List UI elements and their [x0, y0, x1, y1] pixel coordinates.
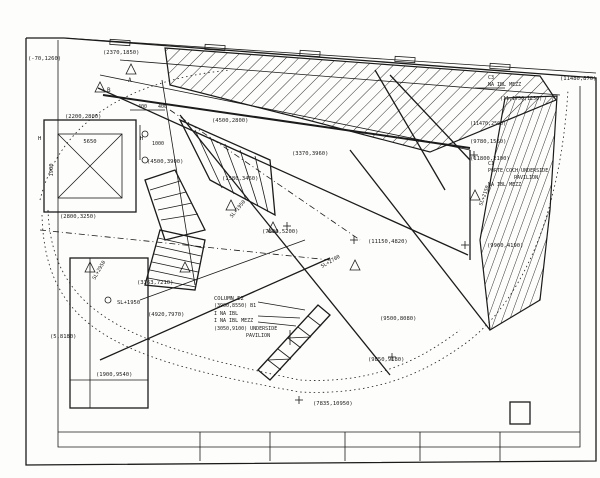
coord-center-right-top: (3370,3960)	[292, 151, 328, 157]
block-marker-right: H	[140, 136, 143, 142]
coord-lower-right-1: (9500,8080)	[380, 316, 416, 322]
coord-center-lower-left: (3363,7210)	[137, 280, 173, 286]
site-boundary-inner	[57, 40, 581, 448]
callout-line-5: (3050,9100) UNDERSIDE	[214, 326, 277, 332]
bottom-panels	[58, 431, 580, 461]
coord-center-left: (4500,3900)	[147, 159, 183, 165]
right-note-1: C1	[488, 161, 494, 167]
dimension-markers	[104, 109, 165, 304]
canopy-hatched-band	[164, 47, 557, 153]
lower-right-square	[509, 401, 531, 425]
right-note-3: PAVILION	[514, 175, 538, 181]
coord-center-mid: (1580,3460)	[222, 176, 258, 182]
centre-line-b	[169, 109, 361, 241]
canopy-edge-line	[119, 59, 561, 96]
right-note-2: PORTE COCH UNDERSIDE	[488, 168, 548, 174]
block-height-dim: 1900	[49, 163, 55, 176]
left-column-strip	[69, 257, 149, 409]
block-marker-left: H	[38, 136, 41, 142]
top-edge-line	[63, 37, 597, 74]
cross-markers	[283, 151, 478, 404]
coord-center-inner: (7800,5200)	[262, 229, 298, 235]
top-rooflights	[109, 38, 511, 71]
stair-flight-diagonal	[178, 118, 276, 217]
level-center-b: SL+1950	[229, 199, 247, 219]
structure-lines	[97, 69, 491, 376]
callout-line-1: COLUMN E2	[214, 296, 244, 302]
floor-edge-dotted-2	[47, 209, 461, 381]
coord-lower-right-2: (9850,9180)	[368, 357, 404, 363]
block-top-coord: (2200,2800)	[65, 114, 101, 120]
tag-a: A	[128, 77, 132, 84]
coord-right-upper-1: (11,1750,1250)	[500, 96, 542, 102]
coord-right-lower: (9960,4190)	[487, 243, 523, 249]
coord-top-left: (-70,1260)	[28, 56, 61, 62]
block-width-dim: 5650	[83, 139, 96, 145]
coord-top-mid: (2370,1850)	[103, 50, 139, 56]
dim-400-a: 400	[138, 104, 147, 110]
centre-line-a	[39, 229, 331, 261]
callout-line-6: PAVILION	[246, 333, 270, 339]
right-note-4: NA IBL MEZZ	[488, 182, 521, 188]
coord-center-top: (4500,2800)	[212, 118, 248, 124]
level-markers	[84, 63, 481, 273]
coord-right-mid-2: (11800,2100)	[470, 156, 510, 162]
coord-right-upper-2: (9780,1560)	[470, 139, 506, 145]
tag-b: B	[107, 87, 111, 94]
callout-line-3: I NA IBL	[214, 311, 238, 317]
stair-flight-upper	[144, 169, 206, 241]
canopy-lower-edge	[99, 74, 471, 151]
coord-lower-left-1: (5,8180)	[50, 334, 77, 340]
coord-top-right: (11480,870)	[560, 76, 596, 82]
block-bottom-coord: (2800,3250)	[60, 214, 96, 220]
callout-line-2: (3900,8550) B1	[214, 303, 256, 309]
callout-leaders	[257, 87, 505, 345]
coord-right-mid-1: (11470,2500)	[470, 121, 506, 127]
level-center-c: SL+2700	[320, 254, 341, 270]
stair-flight-left	[144, 229, 206, 291]
right-hatched-wedge	[479, 95, 558, 331]
dim-1000: 1000	[152, 141, 164, 147]
callout-line-4: I NA IBL MEZZ	[214, 318, 253, 324]
right-note-2-line-2: NA IBL MEZZ	[488, 82, 521, 88]
coord-lower-right-3: (7835,10950)	[313, 401, 353, 407]
right-note-2-line-1: C3	[488, 75, 494, 81]
coord-center-right: (11150,4820)	[368, 239, 408, 245]
square-pavilion-block: 5650 1900 H H	[38, 119, 143, 213]
coord-center-lower: (4920,7970)	[148, 312, 184, 318]
level-center-a: SL+1950	[117, 300, 140, 306]
dim-400-b: 400	[158, 104, 167, 110]
floor-edge-dotted	[41, 89, 569, 393]
site-boundary	[25, 37, 597, 466]
coord-lower-left-2: (1900,9540)	[96, 372, 132, 378]
